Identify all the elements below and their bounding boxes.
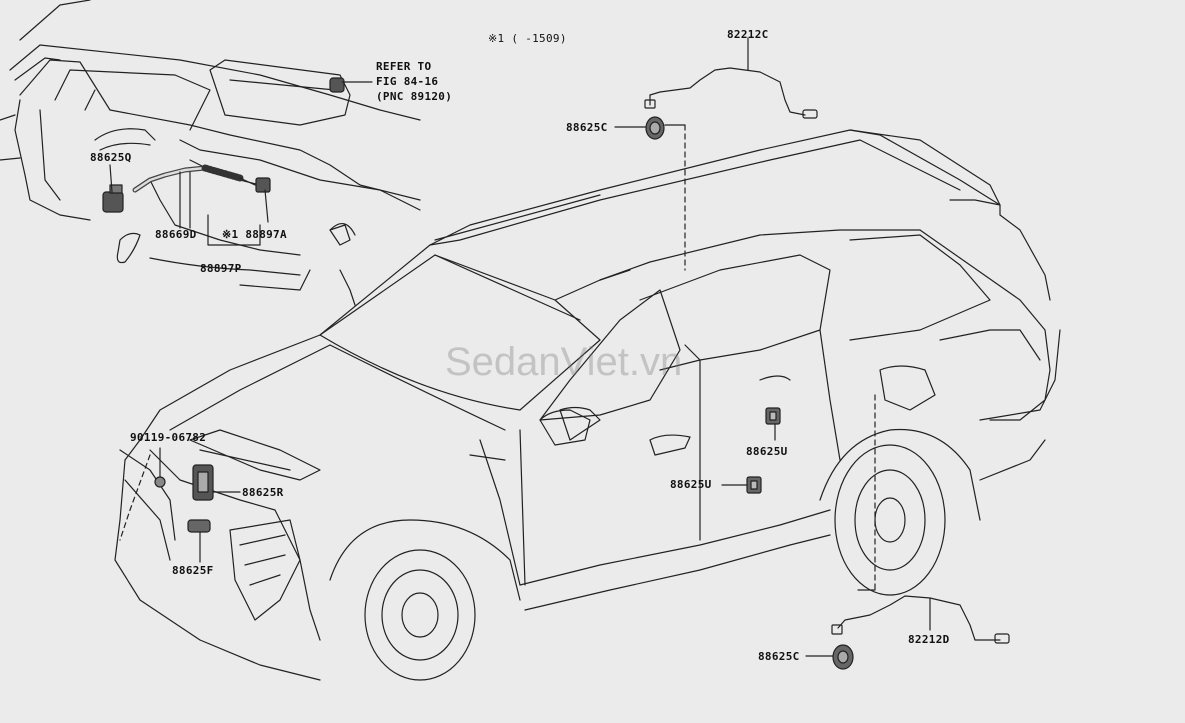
harness-82212d	[831, 595, 1010, 644]
bolt-90119	[154, 447, 166, 488]
vehicle-outline	[114, 129, 1061, 681]
label-88625u-upper[interactable]: 88625U	[746, 445, 788, 458]
sensor-88625u-lower	[721, 476, 762, 494]
label-90119-06782[interactable]: 90119-06782	[130, 431, 207, 444]
leader-lines	[119, 124, 876, 591]
refer-to-line1: REFER TO	[376, 60, 432, 73]
harness-82212c	[644, 37, 818, 119]
sensor-88625r	[192, 464, 241, 501]
refer-to-line2: FIG 84-16	[376, 75, 439, 88]
refer-to-line3: (PNC 89120)	[376, 90, 453, 103]
sensor-88625c-top	[645, 116, 665, 140]
label-88897p[interactable]: 88897P	[200, 262, 242, 275]
label-88625q[interactable]: 88625Q	[90, 151, 132, 164]
label-82212c[interactable]: 82212C	[727, 28, 769, 41]
label-88897a[interactable]: ※1 88897A	[222, 228, 287, 241]
label-88625c-bottom[interactable]: 88625C	[758, 650, 800, 663]
label-88625c-top[interactable]: 88625C	[566, 121, 608, 134]
sensor-88625u-upper	[765, 407, 781, 441]
label-88625f[interactable]: 88625F	[172, 564, 214, 577]
label-88625u-lower[interactable]: 88625U	[670, 478, 712, 491]
label-82212d[interactable]: 82212D	[908, 633, 950, 646]
label-88669d[interactable]: 88669D	[155, 228, 197, 241]
header-note: ※1 ( -1509)	[488, 32, 567, 45]
dashboard-inset	[0, 0, 421, 291]
label-88625r[interactable]: 88625R	[242, 486, 284, 499]
watermark: SedanViet.vn	[445, 340, 683, 384]
sensor-88625c-bottom	[832, 644, 854, 670]
sensor-88625f	[187, 519, 211, 563]
